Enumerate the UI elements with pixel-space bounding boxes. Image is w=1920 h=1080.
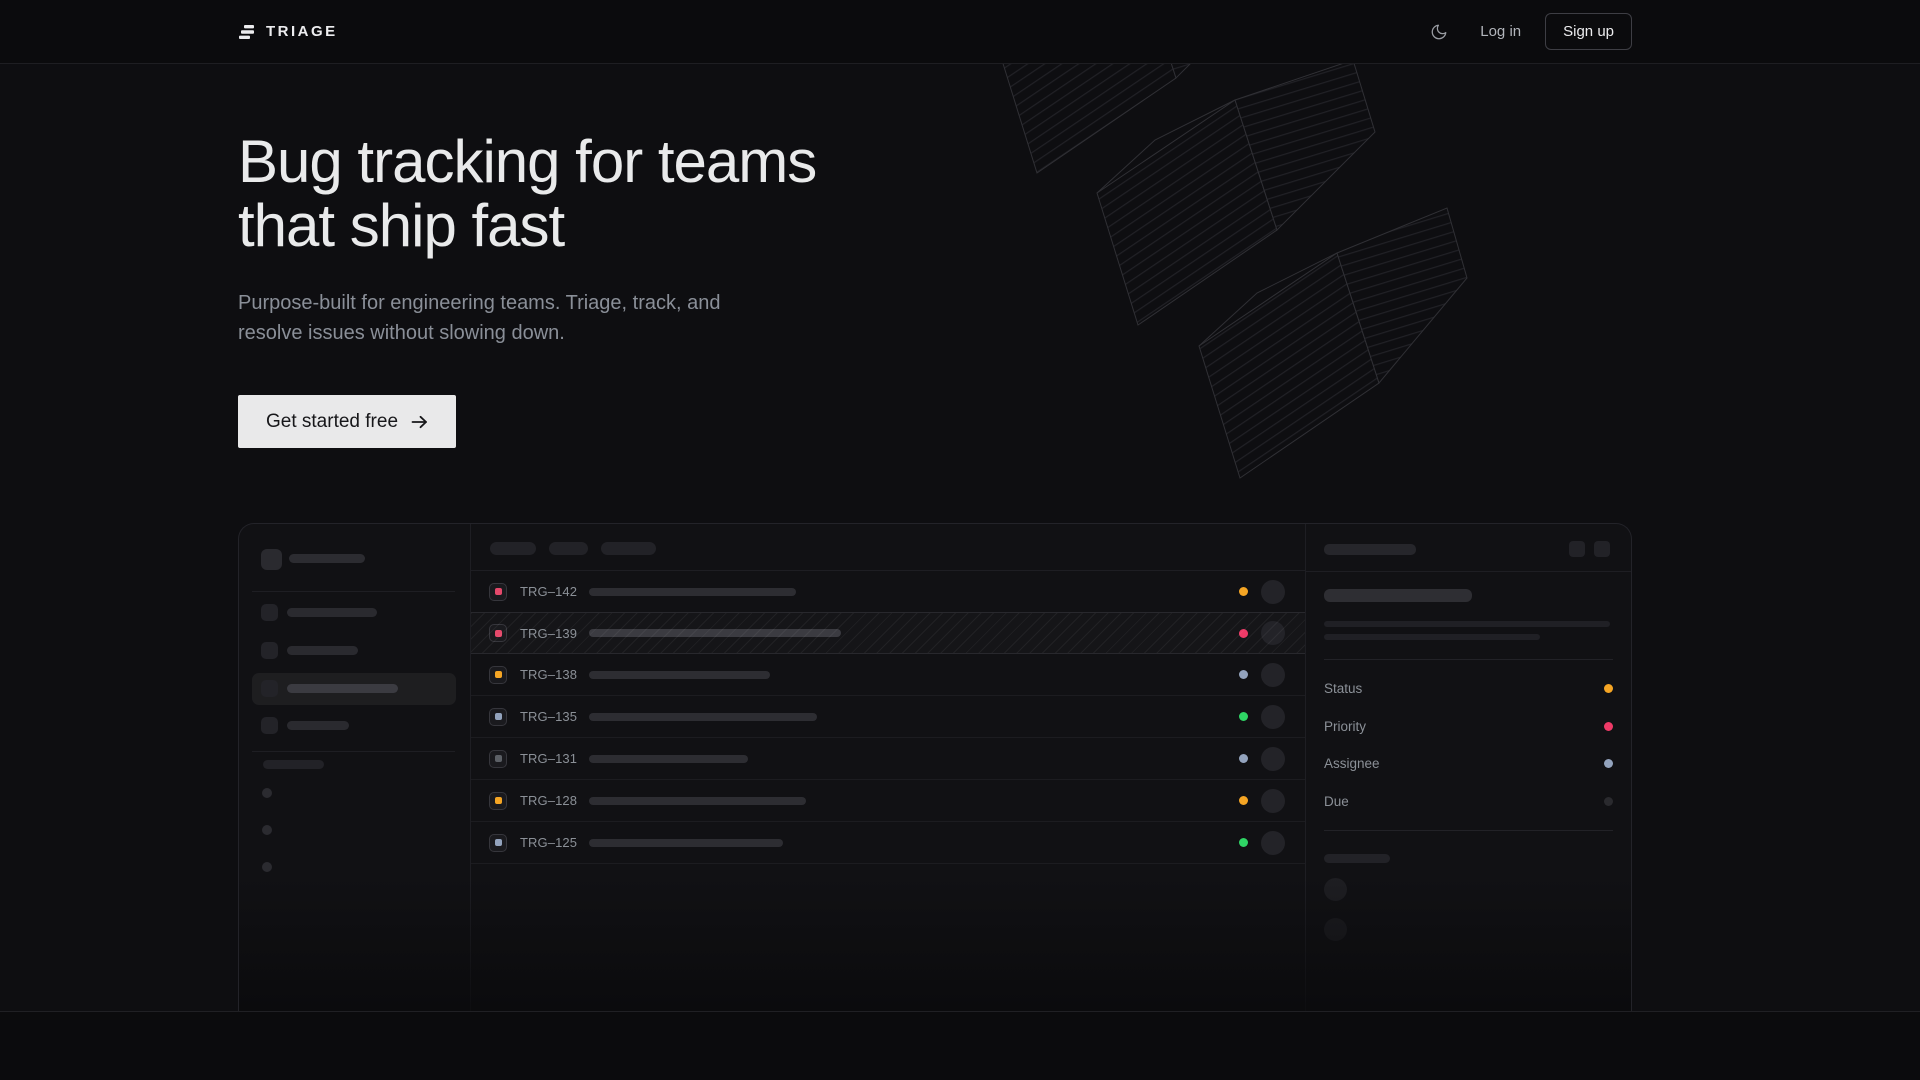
issue-title-skeleton <box>589 670 770 679</box>
triage-logo-icon <box>239 24 254 39</box>
detail-field: Due <box>1324 783 1613 821</box>
issue-title-skeleton <box>589 629 841 637</box>
issue-list: TRG–142 TRG–139 TRG–138 TRG–135 TRG–131 … <box>471 524 1305 1011</box>
hero-subtitle: Purpose-built for engineering teams. Tri… <box>238 292 721 344</box>
issue-type-icon <box>489 833 507 852</box>
issue-id: TRG–142 <box>520 584 578 599</box>
detail-header-skeleton <box>1324 544 1416 555</box>
issue-assignee-avatar <box>1261 830 1285 855</box>
issue-list-header <box>471 524 1305 571</box>
issue-status-dot <box>1239 670 1248 679</box>
app-preview-panel: TRG–142 TRG–139 TRG–138 TRG–135 TRG–131 … <box>238 523 1632 1011</box>
detail-divider <box>1324 830 1613 831</box>
sidebar-nav-item-skeleton <box>252 635 456 667</box>
issue-type-icon <box>489 582 507 601</box>
issue-row[interactable]: TRG–142 <box>471 571 1305 613</box>
detail-field-label: Due <box>1324 793 1349 809</box>
issue-row[interactable]: TRG–131 <box>471 738 1305 780</box>
detail-text-skeleton <box>1324 621 1610 627</box>
sidebar-divider <box>252 591 455 592</box>
issue-id: TRG–138 <box>520 667 578 682</box>
brand-name: TRIAGE <box>266 23 338 40</box>
issue-type-icon <box>489 665 507 684</box>
sidebar-dot-skeleton <box>262 825 272 835</box>
workspace-name-skeleton <box>289 554 365 563</box>
issue-title-skeleton <box>589 712 817 721</box>
get-started-button[interactable]: Get started free <box>238 395 457 448</box>
preview-sidebar <box>239 524 471 1011</box>
detail-text-skeleton <box>1324 634 1540 640</box>
sidebar-dot-skeleton <box>262 788 272 798</box>
detail-title-skeleton <box>1324 589 1472 602</box>
filter-pill-skeleton <box>601 542 656 555</box>
issue-title-skeleton <box>589 796 806 805</box>
detail-action-skeleton <box>1594 541 1610 557</box>
issue-id: TRG–139 <box>520 625 578 641</box>
issue-status-dot <box>1239 796 1248 805</box>
issue-status-dot <box>1239 628 1248 638</box>
issue-row[interactable]: TRG–135 <box>471 696 1305 738</box>
detail-field-value-dot <box>1604 759 1613 769</box>
issue-status-dot <box>1239 838 1248 847</box>
detail-field: Assignee <box>1324 745 1613 783</box>
issue-type-icon <box>489 707 507 726</box>
issue-title-skeleton <box>589 587 796 596</box>
issue-assignee-avatar <box>1261 746 1285 771</box>
sidebar-section-skeleton <box>263 760 324 769</box>
detail-field-label: Priority <box>1324 718 1367 734</box>
issue-id: TRG–131 <box>520 751 578 766</box>
brand-logo[interactable]: TRIAGE <box>238 23 338 41</box>
detail-field-value-dot <box>1604 796 1613 806</box>
detail-field-label: Assignee <box>1324 756 1380 772</box>
sidebar-dot-skeleton <box>262 862 272 872</box>
issue-detail-panel: Status Priority Assignee Due <box>1305 524 1631 1011</box>
issue-assignee-avatar <box>1261 621 1285 645</box>
issue-status-dot <box>1239 754 1248 763</box>
detail-field-label: Status <box>1324 681 1363 697</box>
issue-type-icon <box>489 624 507 642</box>
issue-type-icon <box>489 791 507 810</box>
detail-field: Status <box>1324 670 1613 708</box>
detail-avatar-skeleton <box>1324 918 1347 941</box>
issue-title-skeleton <box>589 838 783 847</box>
sidebar-nav-item-skeleton <box>252 710 456 742</box>
issue-status-dot <box>1239 712 1248 721</box>
issue-id: TRG–135 <box>520 709 578 724</box>
detail-field-value-dot <box>1604 684 1613 694</box>
issue-title-skeleton <box>589 754 748 763</box>
issue-row[interactable]: TRG–139 <box>471 612 1305 654</box>
detail-divider <box>1306 571 1631 572</box>
sidebar-nav-item-skeleton <box>252 597 456 629</box>
footer-strip <box>0 1013 1920 1080</box>
issue-assignee-avatar <box>1261 788 1285 813</box>
theme-toggle-moon-icon[interactable] <box>1430 23 1448 41</box>
issue-row[interactable]: TRG–138 <box>471 654 1305 696</box>
issue-id: TRG–128 <box>520 793 578 808</box>
detail-action-skeleton <box>1569 541 1585 557</box>
issue-row[interactable]: TRG–125 <box>471 822 1305 864</box>
issue-status-dot <box>1239 587 1248 596</box>
filter-pill-skeleton <box>549 542 588 555</box>
sidebar-divider <box>252 751 455 752</box>
signup-button[interactable]: Sign up <box>1545 13 1632 50</box>
issue-id: TRG–125 <box>520 835 578 850</box>
issue-assignee-avatar <box>1261 579 1285 604</box>
detail-divider <box>1324 659 1613 660</box>
detail-avatar-skeleton <box>1324 878 1347 901</box>
arrow-right-icon <box>411 415 427 428</box>
issue-type-icon <box>489 749 507 768</box>
detail-field-value-dot <box>1604 721 1613 731</box>
top-navigation: TRIAGE Log in Sign up <box>0 0 1920 64</box>
sidebar-nav-item-active-skeleton <box>252 673 456 705</box>
login-link[interactable]: Log in <box>1480 23 1522 40</box>
issue-assignee-avatar <box>1261 662 1285 687</box>
detail-field: Priority <box>1324 708 1613 746</box>
detail-section-skeleton <box>1324 854 1390 863</box>
issue-assignee-avatar <box>1261 704 1285 729</box>
workspace-icon-skeleton <box>261 549 282 570</box>
filter-pill-skeleton <box>490 542 536 555</box>
issue-row[interactable]: TRG–128 <box>471 780 1305 822</box>
